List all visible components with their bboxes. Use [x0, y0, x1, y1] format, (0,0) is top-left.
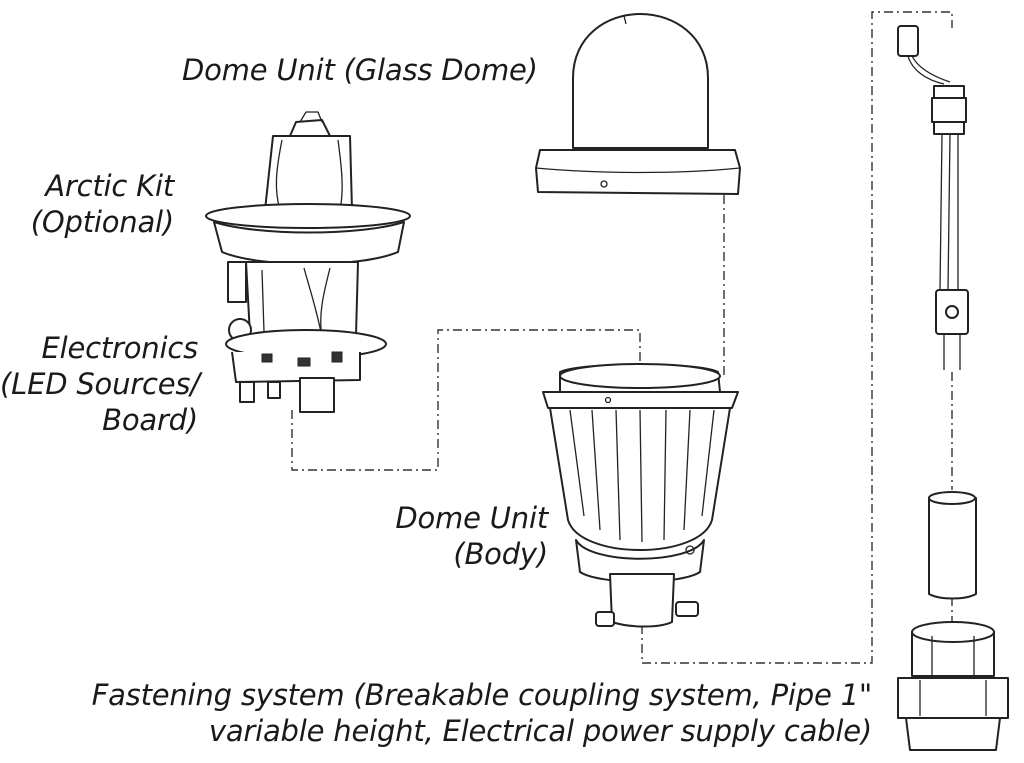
- dome-body-illustration: [542, 363, 739, 628]
- connector-body-fastening: [641, 11, 953, 664]
- label-arctic-kit-line2: (Optional): [30, 205, 174, 239]
- pipe-illustration: [928, 491, 977, 600]
- label-dome-body-line2: (Body): [453, 537, 548, 571]
- label-arctic-kit-line1: Arctic Kit: [45, 169, 174, 203]
- label-dome-body-line1: Dome Unit: [395, 501, 548, 535]
- label-fastening-line1: Fastening system (Breakable coupling sys…: [91, 678, 873, 712]
- breakable-coupling-illustration: [897, 621, 1009, 751]
- electronics-illustration: [225, 261, 387, 413]
- power-cable-illustration: [897, 25, 969, 370]
- label-electronics-line2: (LED Sources/: [0, 367, 200, 401]
- label-electronics-line3: Board): [102, 403, 198, 437]
- label-electronics-line1: Electronics: [41, 331, 199, 365]
- label-dome-glass-text: Dome Unit (Glass Dome): [182, 53, 538, 87]
- arctic-kit-illustration: [205, 111, 411, 265]
- label-arctic-kit: Arctic Kit (Optional): [10, 168, 174, 240]
- label-fastening: Fastening system (Breakable coupling sys…: [60, 677, 873, 749]
- label-electronics: Electronics (LED Sources/ Board): [0, 330, 200, 438]
- label-dome-body: Dome Unit (Body): [350, 500, 548, 572]
- label-dome-glass: Dome Unit (Glass Dome): [182, 52, 538, 88]
- connector-lines: [291, 11, 953, 664]
- connector-electronics-body: [291, 329, 641, 471]
- label-fastening-line2: variable height, Electrical power supply…: [208, 714, 872, 748]
- glass-dome-illustration: [535, 13, 741, 195]
